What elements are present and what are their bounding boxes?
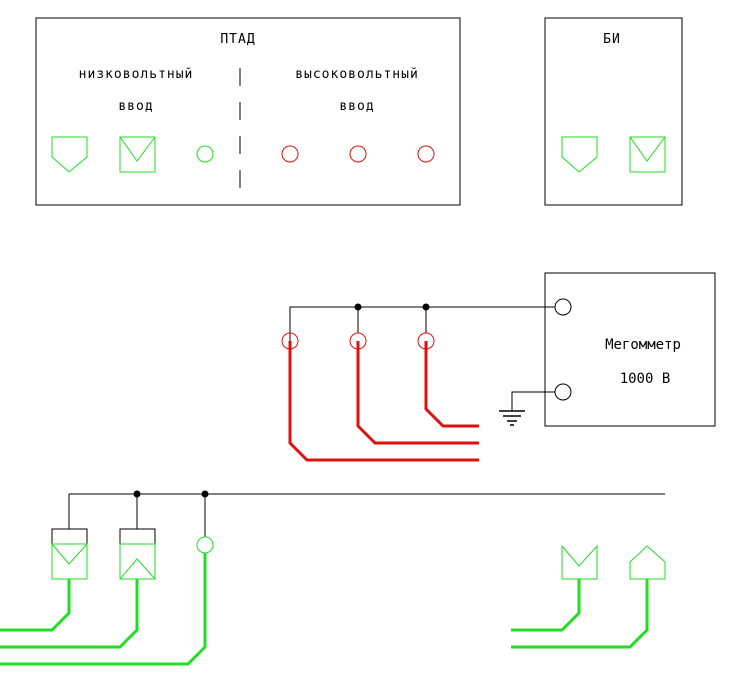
hv-cable <box>356 341 479 445</box>
low-voltage-circuit <box>0 490 666 666</box>
female-plug-icon <box>51 543 88 580</box>
megger-frame <box>544 272 716 427</box>
megger-earth-terminal-icon <box>554 383 572 401</box>
male-plug-icon <box>119 543 156 580</box>
megger-voltage-label: 1000 В <box>620 371 671 387</box>
low-voltage-terminal-icon <box>196 145 214 163</box>
female-connector-icon <box>561 136 598 173</box>
megger-panel: Мегомметр 1000 В <box>544 272 716 427</box>
high-voltage-circuit <box>281 303 555 462</box>
high-voltage-terminal-icon <box>281 145 299 163</box>
lv-cable <box>0 579 71 632</box>
male-connector-icon <box>119 136 156 173</box>
ptad-frame <box>35 17 461 206</box>
lv-cable <box>0 579 139 649</box>
low-voltage-terminal-icon <box>196 536 214 554</box>
hv-cable <box>424 341 479 428</box>
hv-bus-wire <box>289 306 555 341</box>
lv-cable <box>511 579 581 632</box>
megger-line-terminal-icon <box>554 298 572 316</box>
female-plug-icon <box>629 545 666 580</box>
ground-icon <box>499 410 525 426</box>
ptad-title: ПТАД <box>220 32 255 47</box>
hv-cable <box>288 341 479 462</box>
megger-label: Мегомметр <box>605 337 681 353</box>
junction-dot <box>422 303 430 311</box>
bi-panel: БИ <box>544 17 683 206</box>
female-connector-icon <box>51 136 88 173</box>
junction-dot <box>201 490 209 498</box>
plug-body <box>51 528 88 545</box>
bi-title: БИ <box>603 32 621 47</box>
male-plug-icon <box>561 544 598 580</box>
low-voltage-label-line1: низковольтный <box>79 67 194 82</box>
earth-wire <box>511 391 555 411</box>
ptad-panel: ПТАД низковольтный ввод высоковольтный в… <box>35 17 461 206</box>
high-voltage-terminal-icon <box>349 145 367 163</box>
lv-cable <box>0 553 207 666</box>
junction-dot <box>354 303 362 311</box>
junction-dot <box>133 490 141 498</box>
lv-cable <box>511 579 649 649</box>
high-voltage-terminal-icon <box>417 145 435 163</box>
plug-body <box>119 528 156 545</box>
bi-frame <box>544 17 683 206</box>
high-voltage-label-line1: высоковольтный <box>295 67 419 82</box>
high-voltage-label-line2: ввод <box>339 99 374 114</box>
male-connector-icon <box>629 136 666 173</box>
low-voltage-label-line2: ввод <box>118 99 153 114</box>
